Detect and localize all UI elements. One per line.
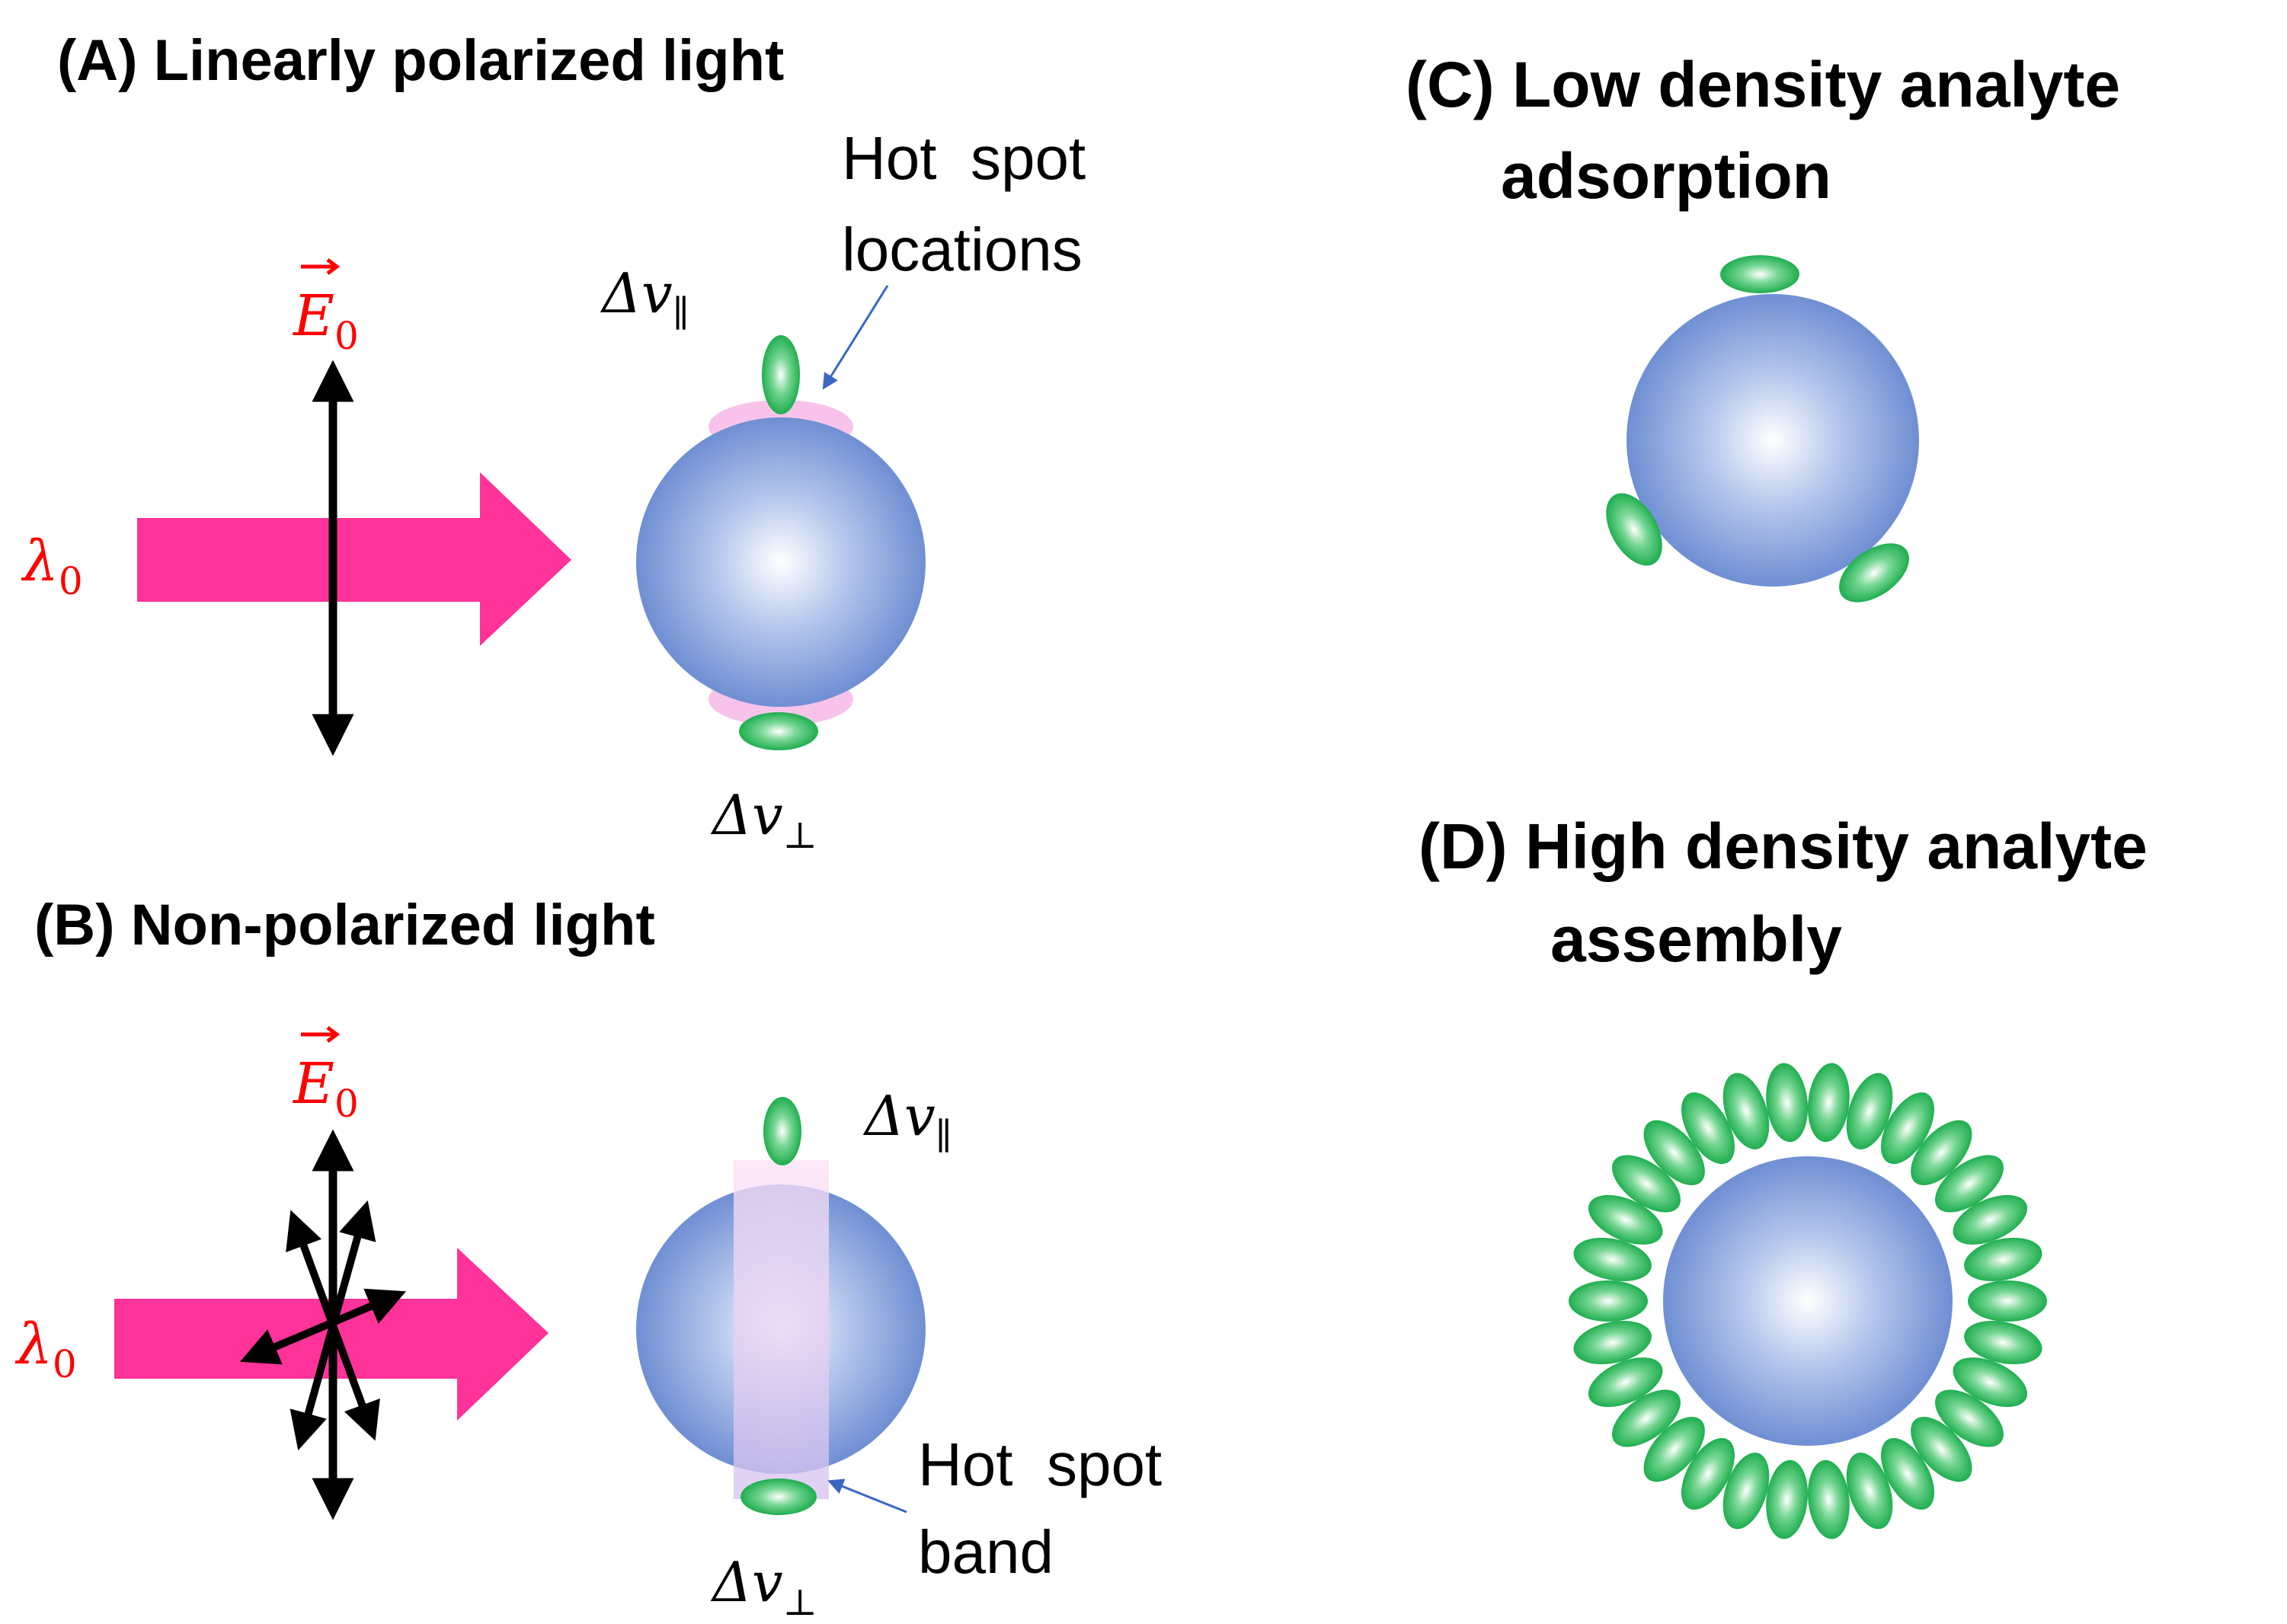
panel-c-title-line2: adsorption [1501,140,1831,212]
panel-c-nanoparticle [1626,294,1919,587]
panel-b: (B) Non-polarized light λ0 E0 Δv∥ Δv⊥ Ho… [14,893,1162,1624]
svg-text:E0: E0 [292,283,359,358]
panel-b-title: (B) Non-polarized light [34,893,655,957]
svg-text:E0: E0 [292,1051,359,1126]
panel-d-analyte [1804,1458,1854,1541]
panel-a-callout-line1: Hot spot [842,124,1086,192]
panel-d-analyte [1968,1280,2047,1322]
panel-a-light-arrow [137,472,571,646]
panel-a-callout-line2: locations [842,216,1083,283]
panel-d-analyte [1804,1061,1854,1144]
panel-b-hotspot-band [734,1160,829,1499]
panel-a-field-label: E0 [292,260,359,358]
panel-c-analyte-top [1720,255,1799,293]
panel-a-wavelength-label: λ0 [21,529,83,603]
panel-d-analyte [1762,1458,1812,1541]
panel-a-analyte-top [762,335,800,414]
panel-b-analyte-top [763,1097,801,1165]
panel-a-label-perp: Δv⊥ [710,783,817,857]
panel-d-title-line1: (D) High density analyte [1419,810,2148,882]
panel-c: (C) Low density analyte adsorption [1406,49,2120,614]
panel-b-callout-line1: Hot spot [918,1431,1162,1498]
panel-c-title-line1: (C) Low density analyte [1406,49,2120,120]
vector-arrow-icon [301,260,337,273]
panel-b-wavelength-label: λ0 [14,1312,77,1386]
panel-d-analyte [1762,1061,1812,1144]
panel-a-label-parallel: Δv∥ [600,261,689,335]
panel-a-nanoparticle [636,417,926,707]
panel-d-title-line2: assembly [1550,903,1842,975]
panel-d-nanoparticle [1663,1156,1953,1446]
panel-a-title: (A) Linearly polarized light [57,28,784,93]
panel-d-analyte [1569,1280,1648,1322]
vector-arrow-icon [301,1028,337,1041]
panel-b-callout-line2: band [918,1518,1054,1586]
panel-b-field-label: E0 [292,1028,359,1126]
panel-b-label-parallel: Δv∥ [862,1084,952,1158]
panel-a-callout-pointer [824,286,888,387]
panel-a: (A) Linearly polarized light λ0 E0 Δv∥ Δ… [21,28,1086,857]
panel-a-analyte-bottom [739,712,818,750]
panel-b-callout-pointer [830,1482,907,1512]
panel-d: (D) High density analyte assembly [1419,810,2148,1541]
panel-b-analyte-bottom [740,1479,817,1515]
panel-b-label-perp: Δv⊥ [710,1550,817,1624]
